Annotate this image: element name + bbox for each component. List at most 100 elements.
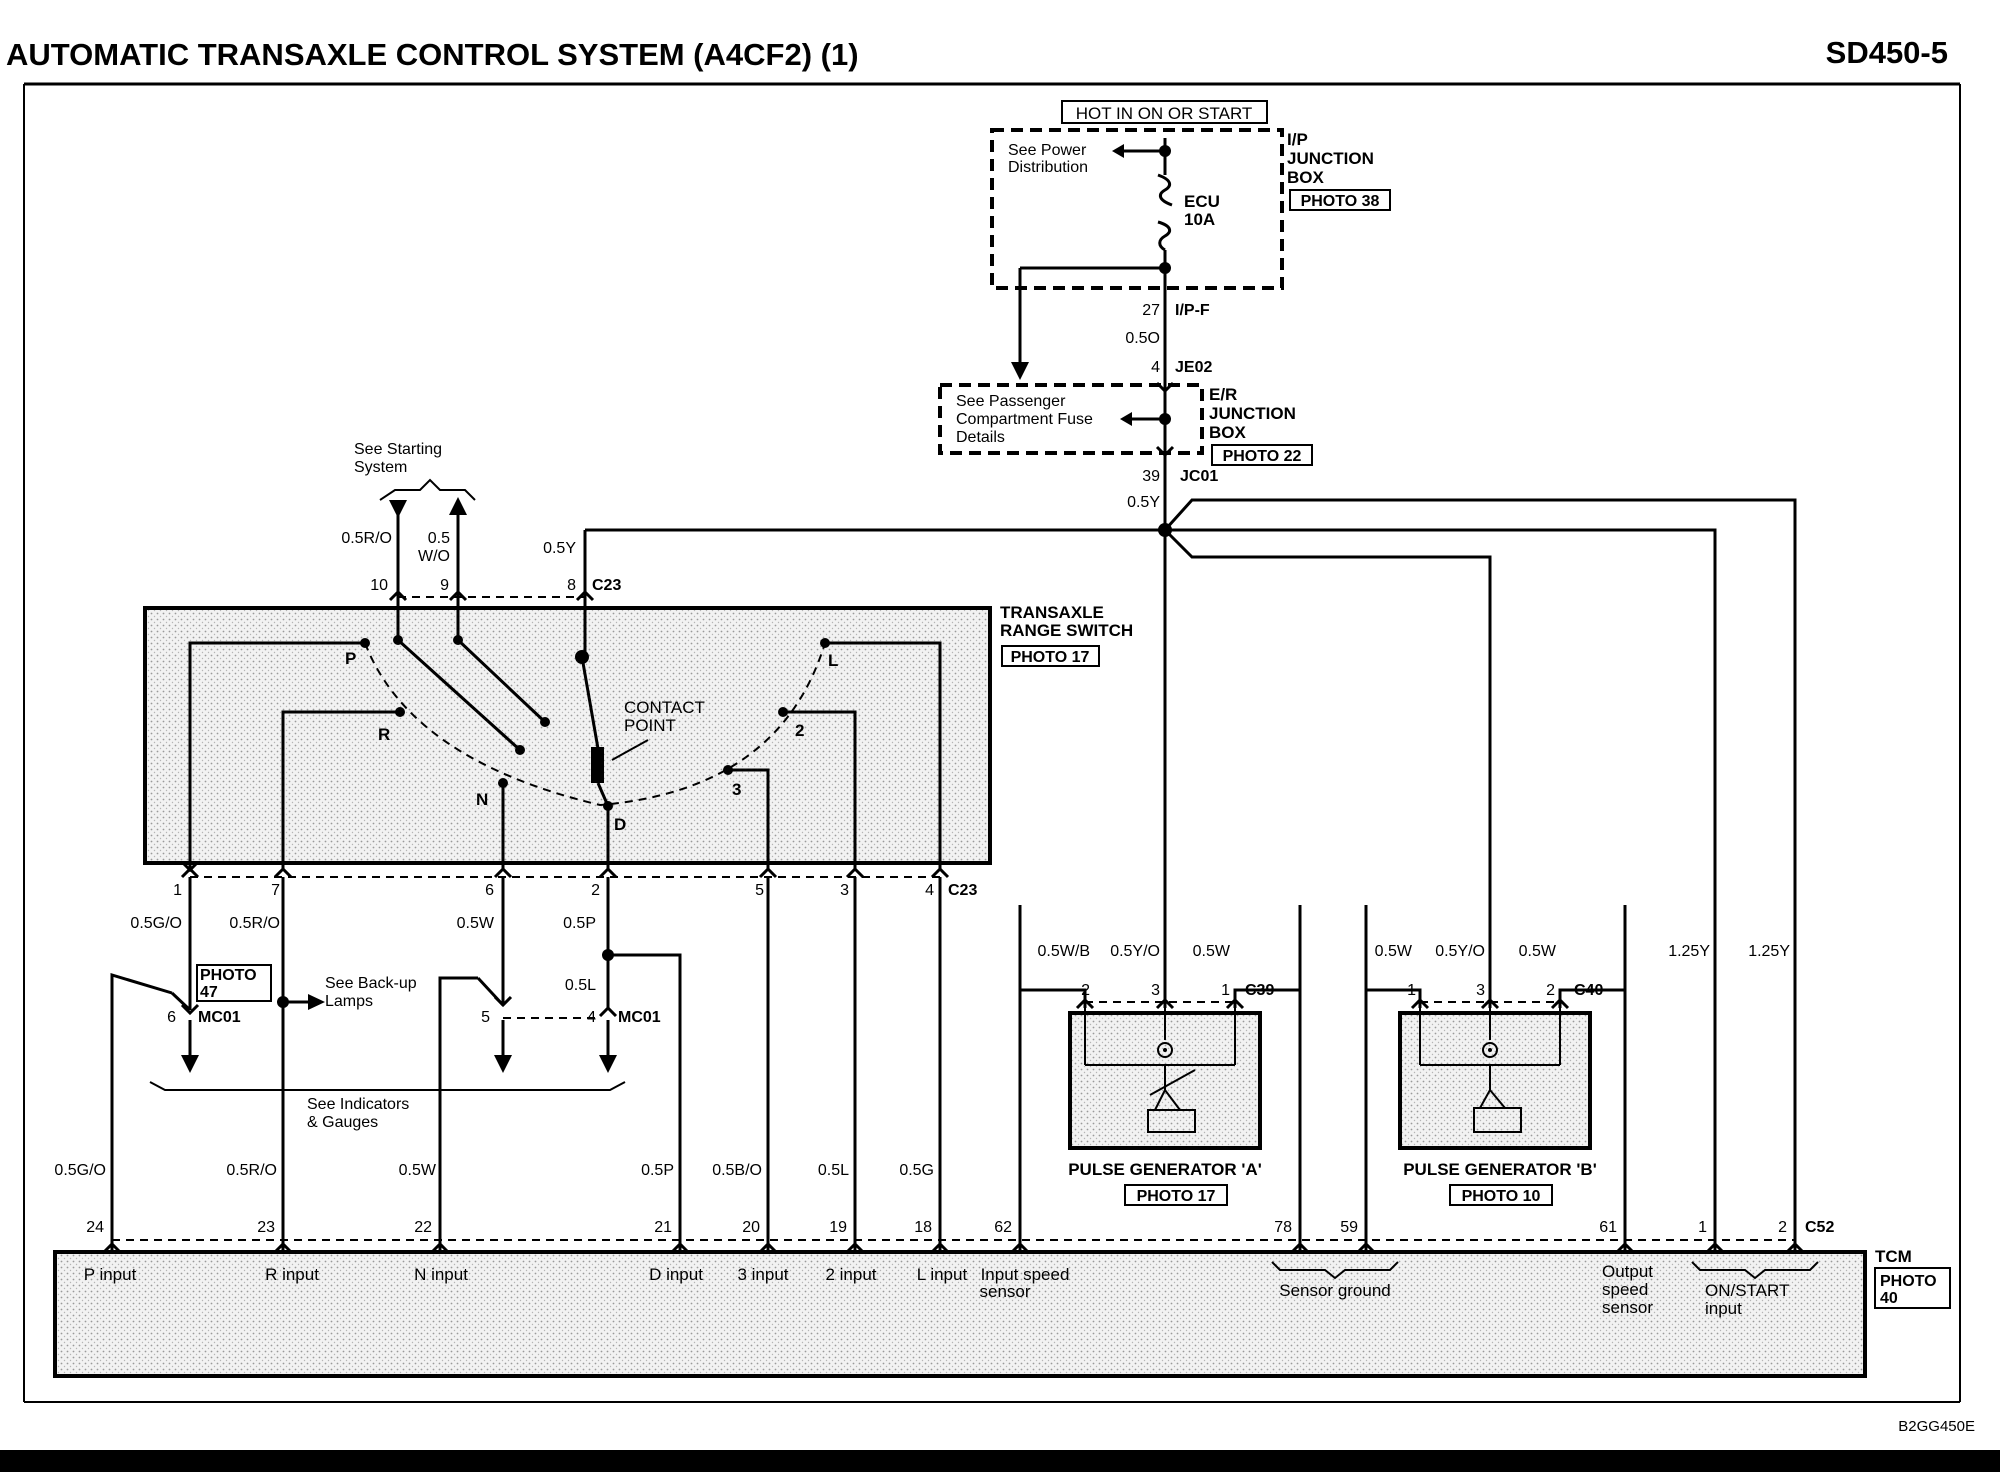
tcm-pin-number: 21 [654, 1219, 672, 1236]
range-switch-title-1: TRANSAXLE [1000, 603, 1104, 622]
ip-box-label-1: I/P [1287, 130, 1308, 149]
je02-pin: 4 [1151, 359, 1160, 376]
ip-photo-box [1289, 189, 1391, 211]
right-wire-2: 1.25Y [1748, 943, 1790, 960]
wire-7-label: 0.5R/O [229, 915, 280, 932]
range-switch-photo: PHOTO 17 [1011, 649, 1090, 666]
er-box-label-2: JUNCTION [1209, 404, 1296, 423]
pgb-pin-3: 3 [1476, 982, 1485, 999]
sensor-icon [1157, 1042, 1173, 1058]
pgb-connector: C40 [1574, 982, 1603, 999]
arrow-left-icon [1120, 412, 1132, 426]
see-indicators-2: & Gauges [307, 1114, 378, 1131]
wire-05o: 0.5O [1125, 330, 1160, 347]
arrow-down-icon [599, 1055, 617, 1073]
right-supply-wires: 1.25Y 1.25Y [1668, 943, 1790, 960]
wire-10-label: 0.5R/O [341, 530, 392, 547]
top-connector: C23 [592, 577, 621, 594]
pga-pin-3: 3 [1151, 982, 1160, 999]
arrow-down-icon [494, 1055, 512, 1073]
wire-6-label: 0.5W [457, 915, 495, 932]
tcm-output-speed-1: Output [1602, 1262, 1653, 1281]
wire-1-label: 0.5G/O [130, 915, 182, 932]
pos-2: 2 [795, 721, 804, 740]
pga-wire-2: 0.5Y/O [1110, 943, 1160, 960]
pga-pin-1: 1 [1221, 982, 1230, 999]
er-box-label-3: BOX [1209, 423, 1247, 442]
pos-3: 3 [732, 780, 741, 799]
pos-l: L [828, 651, 838, 670]
tcm-photo-box [1874, 1267, 1951, 1309]
er-photo-label: PHOTO 22 [1223, 448, 1302, 465]
photo47-line2: 47 [200, 984, 218, 1001]
pga-wire-3: 0.5W [1193, 943, 1231, 960]
je02-connector: JE02 [1175, 359, 1212, 376]
pos-r: R [378, 725, 390, 744]
tcm-pin-number: 62 [994, 1219, 1012, 1236]
wire-2-label: 0.5P [563, 915, 596, 932]
pin-9: 9 [440, 577, 449, 594]
arrow-left-icon [1112, 144, 1124, 158]
ip-junction-box: HOT IN ON OR START See Power Distributio… [990, 100, 1391, 380]
wire-9-label-2: W/O [418, 548, 450, 565]
pos-d: D [614, 815, 626, 834]
ipf-connector: I/P-F [1175, 302, 1210, 319]
bottom-bar [0, 1450, 2000, 1472]
tcm-l-input: L input [917, 1265, 968, 1284]
jc01-pin: 39 [1142, 468, 1160, 485]
pin-10: 10 [370, 577, 388, 594]
bottom-connector: C23 [948, 882, 977, 899]
transaxle-range-switch: See Starting System 0.5R/O 0.5 W/O 0.5Y … [143, 441, 1133, 899]
tcm-photo-2: 40 [1880, 1290, 1898, 1307]
pgb-name: PULSE GENERATOR 'B' [1403, 1160, 1597, 1179]
tcm-pin-number: 22 [414, 1219, 432, 1236]
tcm-sensor-ground: Sensor ground [1279, 1281, 1391, 1300]
tcm-wire-18: 0.5G [899, 1162, 934, 1179]
pulse-generator-a: 0.5W/B 0.5Y/O 0.5W 2 3 1 C39 PULSE GENER… [1018, 875, 1302, 1240]
ip-photo-label: PHOTO 38 [1301, 193, 1380, 210]
pos-n: N [476, 790, 488, 809]
tcm-p-input: P input [84, 1265, 137, 1284]
pin-1: 1 [173, 882, 182, 899]
photo47-box [196, 964, 272, 1002]
pulse-generator-b: 0.5W 0.5Y/O 0.5W 1 3 2 C40 PULSE GENERAT… [1364, 557, 1627, 1240]
wire-05y-main: 0.5Y [1127, 494, 1160, 511]
contact-point-1: CONTACT [624, 698, 705, 717]
see-starting-1: See Starting [354, 441, 442, 458]
hot-label: HOT IN ON OR START [1076, 104, 1253, 123]
pgb-pin-1: 1 [1407, 982, 1416, 999]
range-switch-photo-box [1001, 645, 1100, 667]
fuse-name: ECU [1184, 192, 1220, 211]
page-code: SD450-5 [1826, 35, 1948, 70]
tcm-pin-number: 19 [829, 1219, 847, 1236]
tcm-pin-number: 78 [1274, 1219, 1292, 1236]
mc01-pin-4: 4 [587, 1009, 596, 1026]
mc01-label-left: MC01 [198, 1009, 241, 1026]
pin-2: 2 [591, 882, 600, 899]
arrow-down-icon [389, 500, 407, 518]
diagram-title: AUTOMATIC TRANSAXLE CONTROL SYSTEM (A4CF… [6, 37, 859, 72]
er-box-outline [938, 383, 1204, 455]
fuse-rating: 10A [1184, 210, 1215, 229]
er-junction-box: See Passenger Compartment Fuse Details E… [938, 375, 1313, 520]
wire-05l-mid: 0.5L [565, 977, 596, 994]
see-power-2: Distribution [1008, 159, 1088, 176]
tcm-pin-number: 61 [1599, 1219, 1617, 1236]
tcm-n-input: N input [414, 1265, 468, 1284]
tcm-pin-number: 24 [86, 1219, 104, 1236]
tcm-pin-number: 1 [1698, 1219, 1707, 1236]
ip-box-label-3: BOX [1287, 168, 1325, 187]
tcm-wire-labels: 0.5G/O 0.5R/O 0.5W 0.5P 0.5B/O 0.5L 0.5G [54, 1162, 934, 1179]
right-wire-1: 1.25Y [1668, 943, 1710, 960]
middle-wiring: 0.5G/O 0.5R/O 0.5W 0.5P 0.5L PHOTO 47 6 … [110, 877, 942, 1240]
pin-8: 8 [567, 577, 576, 594]
contact-point-icon [591, 747, 604, 783]
arrow-down-icon [181, 1055, 199, 1073]
fuse-icon [1157, 173, 1173, 207]
pga-pin-2: 2 [1081, 982, 1090, 999]
range-switch-body [143, 606, 992, 865]
